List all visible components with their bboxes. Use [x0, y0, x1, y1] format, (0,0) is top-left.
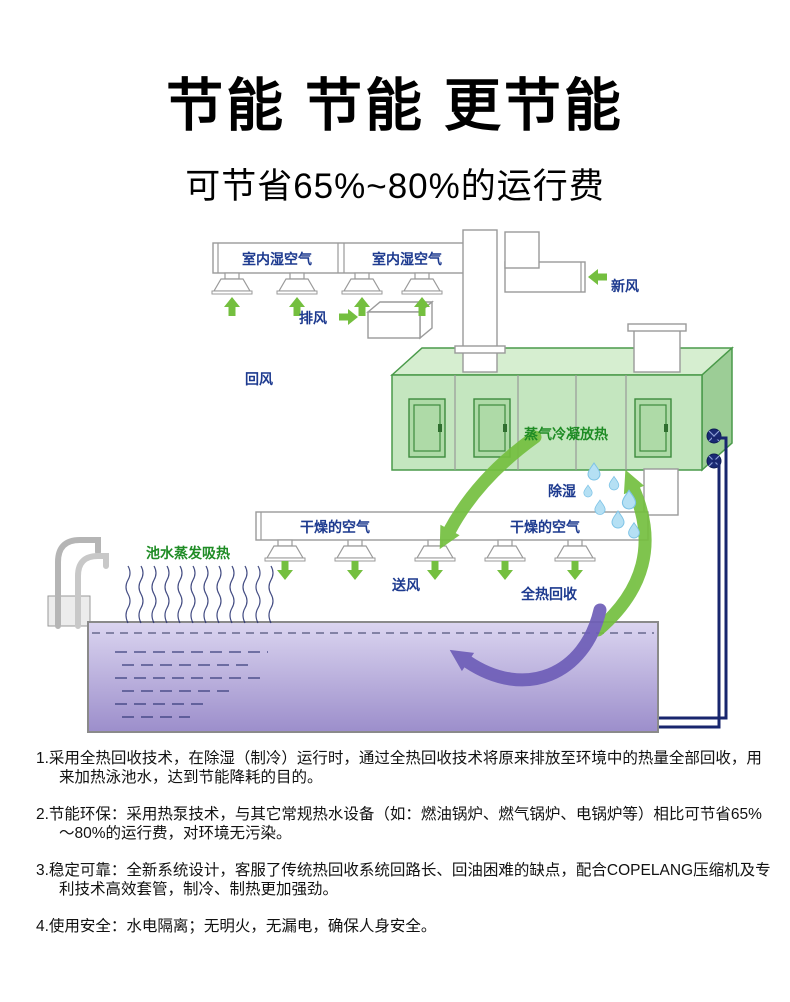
- label-steam-condense-heat: 蒸气冷凝放热: [524, 426, 608, 442]
- system-diagram: 室内湿空气 室内湿空气 排风 新风 回风 蒸气冷凝放热 除湿 干燥的空气 干燥的…: [47, 229, 734, 733]
- water-lines: [115, 651, 268, 718]
- swimming-pool: [47, 537, 659, 733]
- label-dehumidify: 除湿: [548, 483, 576, 499]
- label-fresh-air: 新风: [611, 278, 639, 294]
- label-exhaust-air: 排风: [299, 310, 327, 326]
- unit-door: [408, 398, 446, 458]
- intake-duct: [633, 329, 681, 373]
- unit-door: [473, 398, 511, 458]
- label-pool-evaporation-heat: 池水蒸发吸热: [146, 545, 230, 561]
- note-item: 4.使用安全：水电隔离；无明火，无漏电，确保人身安全。: [36, 918, 437, 935]
- unit-door: [634, 398, 672, 458]
- label-return-air: 回风: [245, 371, 273, 387]
- pool-ladder: [55, 537, 109, 629]
- left-arrow-icon: [588, 269, 607, 285]
- label-indoor-humid-air-right: 室内湿空气: [372, 251, 442, 267]
- down-arrow-icon: [347, 561, 363, 580]
- green-swoosh-arrow: [443, 430, 542, 537]
- exhaust-outlet-duct: [366, 300, 434, 340]
- page-title: 节能 节能 更节能: [166, 74, 624, 138]
- down-arrow-icon: [277, 561, 293, 580]
- heat-pump-unit: [390, 346, 734, 472]
- feature-notes: 1.采用全热回收技术，在除湿（制冷）运行时，通过全热回收技术将原来排放至环境中的…: [36, 750, 772, 956]
- label-total-heat-recovery: 全热回收: [520, 586, 578, 602]
- circulation-arrows: [439, 430, 652, 687]
- label-supply-air: 送风: [391, 577, 420, 593]
- fan-icon: [706, 428, 722, 444]
- page-subtitle: 可节省65%~80%的运行费: [185, 167, 605, 206]
- up-arrow-icon: [224, 297, 240, 316]
- note-item: 3.稳定可靠：全新系统设计，客服了传统热回收系统回路长、回油困难的缺点，配合CO…: [36, 862, 771, 898]
- diagram-labels: 室内湿空气 室内湿空气 排风 新风 回风 蒸气冷凝放热 除湿 干燥的空气 干燥的…: [146, 251, 639, 602]
- purple-swoosh-arrow: [461, 603, 607, 687]
- label-dry-air-left: 干燥的空气: [300, 519, 370, 535]
- down-arrow-icon: [427, 561, 443, 580]
- down-arrow-icon: [567, 561, 583, 580]
- green-swoosh-arrow: [591, 483, 652, 637]
- label-indoor-humid-air-left: 室内湿空气: [242, 251, 312, 267]
- label-dry-air-right: 干燥的空气: [510, 519, 580, 535]
- note-item: 1.采用全热回收技术，在除湿（制冷）运行时，通过全热回收技术将原来排放至环境中的…: [36, 750, 762, 786]
- ductwork: [212, 229, 687, 373]
- right-arrow-icon: [339, 309, 358, 325]
- water-pipes: [659, 436, 728, 729]
- note-item: 2.节能环保：采用热泵技术，与其它常规热水设备（如：燃油锅炉、燃气锅炉、电锅炉等…: [36, 806, 762, 842]
- header: 节能 节能 更节能 可节省65%~80%的运行费: [0, 60, 790, 209]
- evaporation-lines: [125, 565, 274, 624]
- down-arrow-icon: [497, 561, 513, 580]
